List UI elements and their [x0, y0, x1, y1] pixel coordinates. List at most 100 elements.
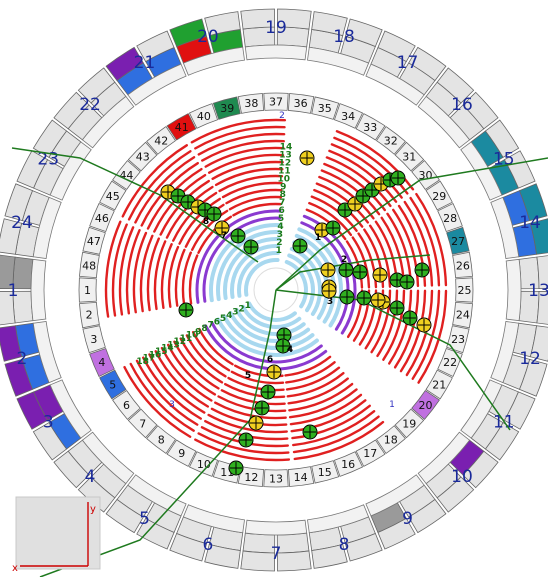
module-band	[49, 141, 92, 201]
position-number-label: 14	[294, 471, 308, 484]
module-cell	[518, 358, 548, 397]
hit-markers	[160, 150, 432, 476]
position-cell	[166, 113, 197, 141]
module-cell	[276, 532, 310, 554]
position-cell	[79, 301, 100, 329]
position-cell	[394, 141, 425, 172]
straw-arc	[370, 289, 392, 354]
module-number-label: 20	[197, 27, 219, 47]
position-cell	[112, 389, 141, 420]
straw-arc	[160, 243, 173, 310]
module-cell	[518, 183, 548, 222]
module-cell	[377, 30, 416, 63]
module-cell	[344, 532, 383, 562]
straw-arc	[403, 200, 434, 287]
straw-arc	[127, 150, 192, 221]
position-number-label: 19	[402, 417, 416, 430]
module-cell	[77, 67, 116, 104]
layer-number-label: 11	[278, 166, 291, 176]
module-cell	[204, 543, 241, 569]
layer-number-label: 10	[278, 174, 291, 184]
layer-number-label: 11	[180, 334, 193, 344]
position-number-label: 38	[244, 97, 258, 110]
straw-arc	[214, 401, 287, 420]
module-number-label: 4	[85, 467, 96, 487]
layer-number-label: 14	[280, 142, 293, 152]
module-number-label: 6	[203, 535, 214, 555]
straw-arc	[335, 130, 415, 191]
module-band	[32, 196, 62, 259]
module-band	[490, 196, 520, 259]
position-cell	[411, 160, 440, 191]
module-number-label: 13	[528, 281, 548, 301]
layer-number-label: 5	[220, 314, 226, 324]
straw-arc	[104, 220, 122, 318]
module-cell	[408, 46, 447, 82]
layer-number-label: 15	[155, 347, 168, 357]
position-number-label: 41	[175, 121, 189, 134]
straw-arc	[159, 179, 211, 236]
module-band	[32, 321, 62, 384]
straw-arc	[118, 226, 135, 316]
straw-arc	[216, 317, 319, 357]
straw-arc	[191, 331, 231, 372]
straw-arc	[376, 289, 399, 358]
y-axis-label: y	[90, 504, 96, 515]
position-number-label: 44	[119, 169, 133, 182]
module-band	[417, 95, 471, 149]
position-cell	[188, 103, 219, 129]
module-cell	[536, 255, 548, 290]
layer-number-label: 8	[201, 324, 207, 334]
module-number-label: 12	[519, 349, 541, 369]
straw-arc	[368, 224, 392, 288]
module-number-label: 8	[339, 535, 350, 555]
module-band	[307, 46, 370, 76]
module-band	[307, 504, 370, 534]
track-line	[275, 254, 431, 291]
straw-arc	[225, 188, 283, 205]
position-number-label: 28	[443, 212, 457, 225]
layer-number-label: 8	[280, 190, 286, 200]
straw-arc	[328, 149, 398, 203]
module-cell	[311, 11, 348, 37]
straw-arc	[399, 289, 427, 373]
straw-arc	[209, 223, 282, 303]
position-cell	[263, 469, 289, 488]
position-number-label: 20	[419, 399, 433, 412]
layer-number-label: 9	[195, 327, 201, 337]
layer-number-label: 1	[245, 301, 251, 311]
straw-arc	[292, 415, 380, 454]
position-number-label: 9	[178, 447, 185, 460]
straw-arc	[318, 175, 375, 220]
straw-arc	[415, 192, 448, 287]
position-cell	[146, 126, 177, 155]
straw-arc	[210, 321, 323, 364]
track-line	[275, 157, 548, 291]
layer-number-label: 6	[214, 317, 220, 327]
layer-number-label: 6	[278, 206, 284, 216]
position-cell	[333, 103, 364, 129]
hit-id-label: 2	[341, 255, 347, 265]
straw-arc	[174, 248, 186, 307]
straw-arc	[197, 432, 290, 455]
straw-arc	[230, 370, 285, 385]
straw-arc	[285, 366, 341, 391]
module-number-label: 24	[11, 213, 33, 233]
position-cell	[333, 451, 364, 477]
straw-arc	[241, 304, 302, 329]
position-number-label: 40	[197, 110, 211, 123]
straw-arc	[234, 307, 306, 336]
straw-arc	[305, 208, 347, 241]
position-cell	[452, 251, 473, 279]
straw-arc	[135, 359, 199, 426]
module-band	[460, 141, 503, 201]
hit-id-label: 6	[267, 355, 273, 365]
straw-arc	[173, 340, 220, 390]
straw-arc	[216, 230, 282, 302]
module-cell	[276, 550, 312, 572]
hit-id-label: 5	[245, 371, 251, 381]
position-cell	[375, 425, 406, 454]
straw-arc	[286, 371, 345, 398]
straw-arc	[166, 343, 217, 396]
